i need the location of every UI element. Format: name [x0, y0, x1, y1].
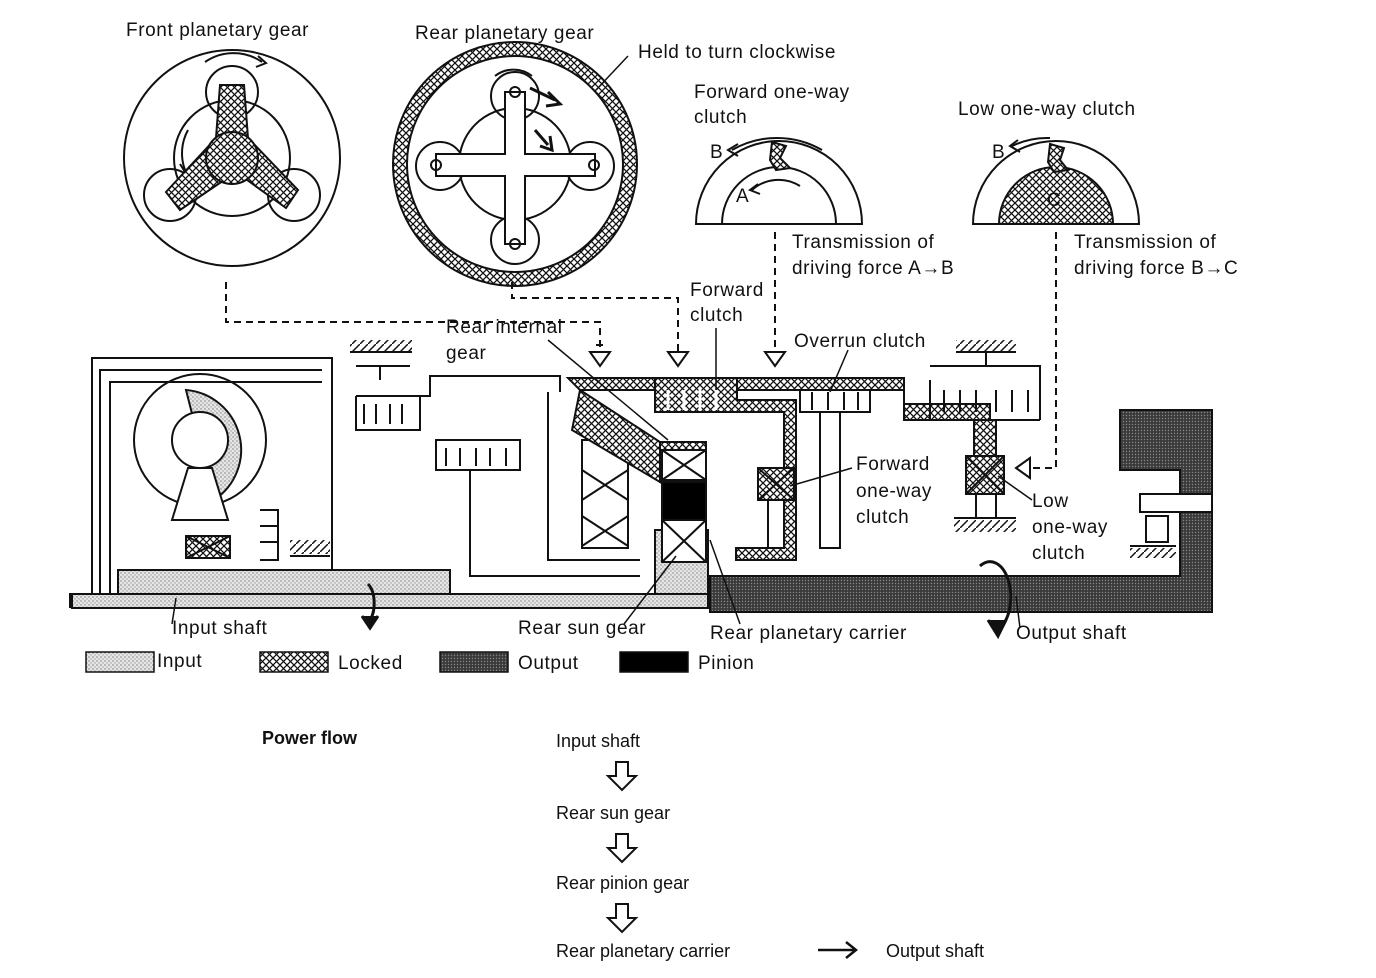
leader-lines [171, 55, 1033, 629]
legend-label-locked: Locked [338, 653, 403, 674]
label-fwd-owc-3: clutch [856, 507, 910, 528]
legend-swatch-output [439, 651, 509, 673]
label-rear-internal-1: Rear internal [446, 317, 563, 338]
label-low-owc-1: Low [1032, 491, 1069, 512]
label-rear-internal-2: gear [446, 343, 487, 364]
label-rear-planetary-gear: Rear planetary gear [415, 23, 595, 44]
label-point-b-low: B [992, 142, 1006, 163]
label-rear-planetary-carrier: Rear planetary carrier [710, 623, 907, 644]
label-trans-bc-1: Transmission of [1074, 232, 1217, 253]
flow-down-arrow-3 [605, 903, 639, 934]
label-point-c: C [1047, 190, 1062, 211]
input-shaft-body [71, 529, 709, 609]
legend-swatch-pinion [619, 651, 689, 673]
label-held-clockwise: Held to turn clockwise [638, 42, 836, 63]
power-flow-step-1: Input shaft [556, 731, 641, 751]
label-input-shaft: Input shaft [172, 618, 268, 639]
label-overrun-clutch: Overrun clutch [794, 331, 926, 352]
low-one-way-clutch-detail [971, 136, 1141, 225]
label-trans-ab-1: Transmission of [792, 232, 935, 253]
power-flow-final: Output shaft [886, 941, 985, 961]
rear-planetary-gear [392, 41, 638, 287]
label-trans-ab-2: driving force A→B [792, 258, 955, 279]
power-flow-arrows [605, 761, 859, 959]
legend-label-pinion: Pinion [698, 653, 755, 674]
legend-swatch-locked [259, 651, 329, 673]
label-rear-sun-gear: Rear sun gear [518, 618, 647, 639]
label-forward-clutch-1: Forward [690, 280, 764, 301]
label-output-shaft: Output shaft [1016, 623, 1127, 644]
low-clutch-section [929, 340, 1041, 532]
overrun-clutch [799, 390, 871, 549]
legend-label-output: Output [518, 653, 579, 674]
forward-one-way-clutch-detail [694, 136, 864, 225]
flow-right-arrow [818, 941, 859, 959]
dashed-arrowheads [588, 351, 1031, 480]
power-flow-step-4: Rear planetary carrier [556, 941, 731, 961]
flow-down-arrow-2 [605, 833, 639, 864]
clutch-drums [350, 340, 640, 577]
label-point-b-fwd: B [710, 142, 724, 163]
forward-one-way-clutch-section [757, 467, 795, 548]
label-fwd-owc-1: Forward [856, 454, 930, 475]
label-trans-bc-2: driving force B→C [1074, 258, 1239, 279]
torque-converter [69, 357, 333, 608]
flow-down-arrow-1 [605, 761, 639, 792]
label-front-planetary-gear: Front planetary gear [126, 20, 310, 41]
locked-members [565, 377, 997, 561]
label-fwd-owc-title-1: Forward one-way [694, 82, 850, 103]
rear-pinion [661, 481, 707, 521]
power-flow-step-2: Rear sun gear [556, 803, 671, 823]
legend-label-input: Input [157, 651, 203, 672]
label-fwd-owc-title-2: clutch [694, 107, 748, 128]
label-forward-clutch-2: clutch [690, 305, 744, 326]
power-flow-title: Power flow [262, 728, 358, 748]
output-shaft-body [709, 409, 1213, 613]
label-low-owc-2: one-way [1032, 517, 1109, 538]
legend-swatch-input [85, 651, 155, 673]
rear-sun-gear-area [661, 449, 707, 563]
rotation-arrows [360, 560, 1013, 640]
label-low-owc-title: Low one-way clutch [958, 99, 1136, 120]
label-fwd-owc-2: one-way [856, 481, 933, 502]
label-point-a: A [736, 186, 750, 207]
dashed-connectors [225, 232, 1057, 469]
legend-swatches [85, 651, 689, 673]
power-flow-step-3: Rear pinion gear [556, 873, 690, 893]
front-planetary-gear [123, 49, 341, 267]
label-low-owc-3: clutch [1032, 543, 1086, 564]
